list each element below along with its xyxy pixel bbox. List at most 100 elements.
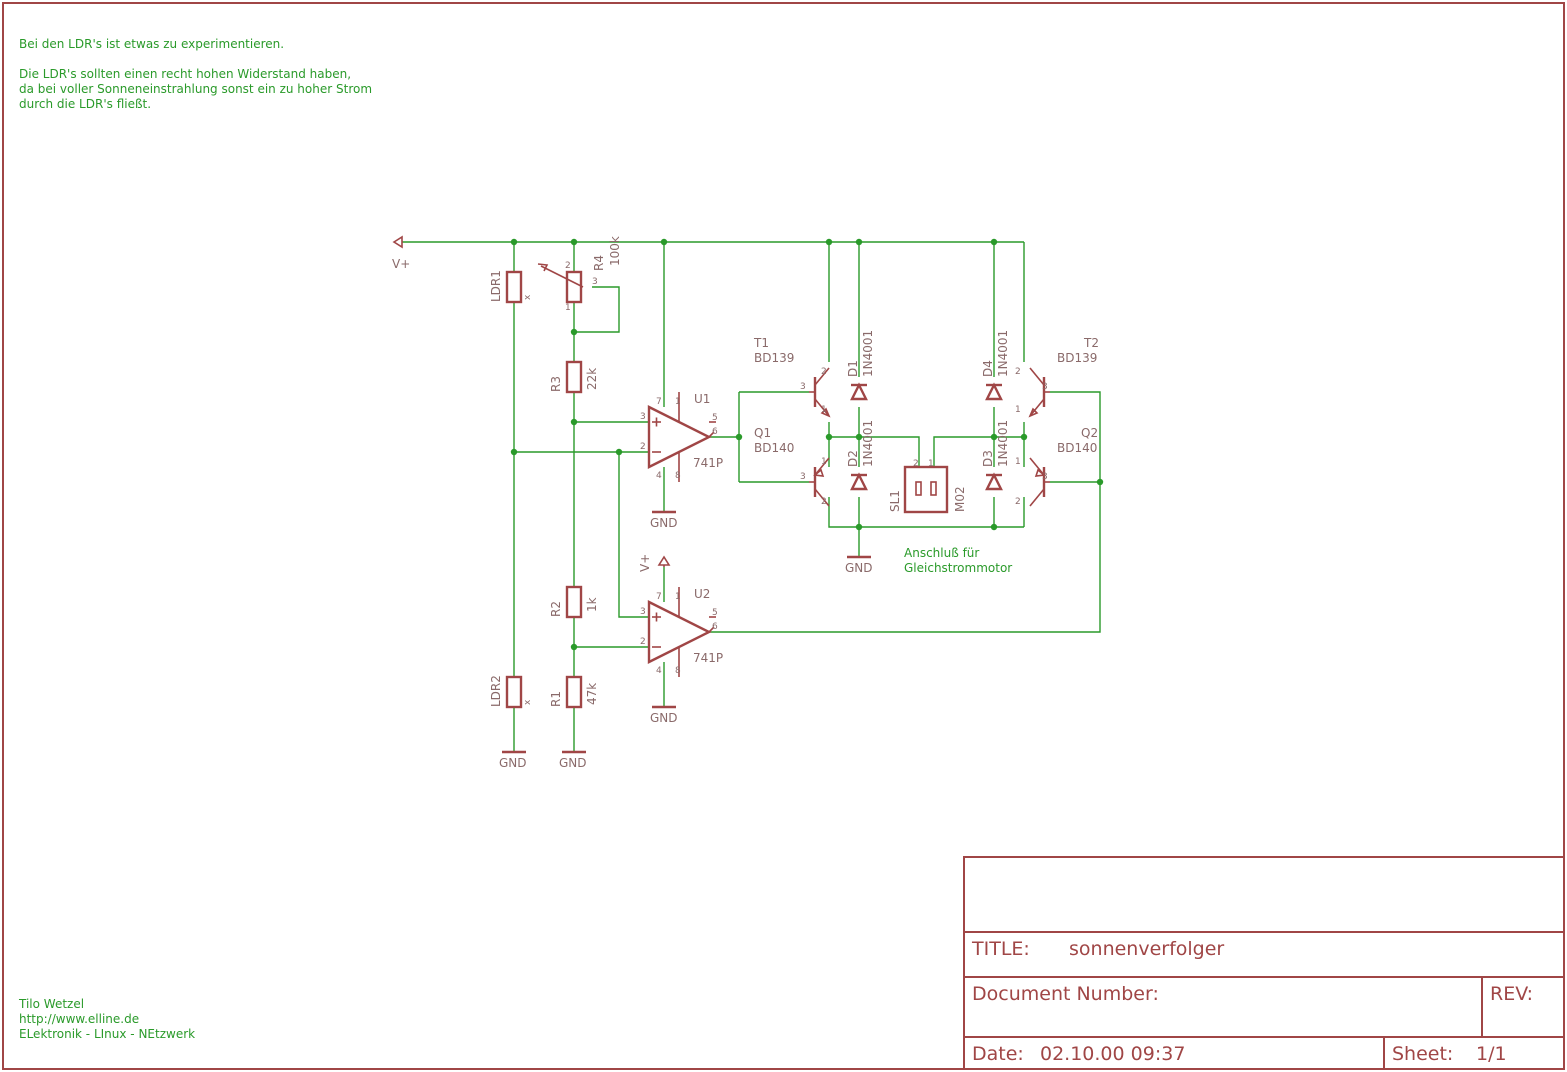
svg-text:6: 6 xyxy=(712,622,718,632)
note-line-4: durch die LDR's fließt. xyxy=(19,97,151,111)
svg-text:2: 2 xyxy=(1015,367,1021,377)
connector-sl1: 2 1 SL1 M02 xyxy=(888,459,967,514)
svg-text:T2: T2 xyxy=(1083,336,1099,350)
resistor-r3: R3 22k xyxy=(549,360,599,394)
svg-text:8: 8 xyxy=(675,471,681,481)
svg-text:GND: GND xyxy=(559,756,587,770)
svg-text:Q2: Q2 xyxy=(1081,426,1098,440)
svg-text:7: 7 xyxy=(656,592,662,602)
svg-text:3: 3 xyxy=(592,277,598,287)
design-notes: Bei den LDR's ist etwas zu experimentier… xyxy=(19,37,372,111)
svg-text:Q1: Q1 xyxy=(754,426,771,440)
svg-text:U2: U2 xyxy=(694,587,710,601)
author-slogan: ELektronik - LInux - NEtzwerk xyxy=(19,1027,195,1041)
svg-text:SL1: SL1 xyxy=(888,490,902,512)
junctions xyxy=(510,238,1104,651)
svg-text:V+: V+ xyxy=(638,554,652,572)
svg-text:x: x xyxy=(523,699,533,705)
svg-text:D1: D1 xyxy=(846,360,860,377)
svg-text:22k: 22k xyxy=(585,368,599,390)
ldr2: LDR2 x xyxy=(489,675,533,709)
diode-d3: D3 1N4001 xyxy=(981,420,1010,491)
transistor-q1: 1 2 3 Q1 BD140 xyxy=(754,426,830,507)
vplus-symbol-main: V+ xyxy=(392,235,410,271)
svg-text:LDR2: LDR2 xyxy=(489,675,503,707)
svg-text:741P: 741P xyxy=(693,651,723,665)
svg-text:GND: GND xyxy=(650,516,678,530)
svg-text:Anschluß für: Anschluß für xyxy=(904,546,979,560)
svg-text:1N4001: 1N4001 xyxy=(861,420,875,467)
svg-text:GND: GND xyxy=(499,756,527,770)
svg-text:100k: 100k xyxy=(608,236,622,266)
svg-text:1N4001: 1N4001 xyxy=(861,330,875,377)
svg-text:741P: 741P xyxy=(693,456,723,470)
svg-text:1N4001: 1N4001 xyxy=(996,420,1010,467)
motor-note: Anschluß für Gleichstrommotor xyxy=(904,546,1012,575)
author-name: Tilo Wetzel xyxy=(18,997,84,1011)
svg-text:BD140: BD140 xyxy=(1057,441,1097,455)
vplus-symbol-u2: V+ xyxy=(638,554,671,572)
svg-text:GND: GND xyxy=(845,561,873,575)
svg-text:1: 1 xyxy=(1015,405,1021,415)
svg-text:2: 2 xyxy=(640,442,646,452)
sheet-label: Sheet: xyxy=(1392,1043,1453,1065)
svg-text:2: 2 xyxy=(821,367,827,377)
svg-text:2: 2 xyxy=(913,459,919,469)
resistor-r1: R1 47k xyxy=(549,675,599,709)
svg-text:BD139: BD139 xyxy=(754,351,794,365)
svg-text:1k: 1k xyxy=(585,597,599,612)
date-label: Date: xyxy=(972,1043,1024,1065)
svg-text:47k: 47k xyxy=(585,683,599,705)
svg-text:2: 2 xyxy=(640,637,646,647)
svg-text:2: 2 xyxy=(565,261,571,271)
svg-text:1: 1 xyxy=(1015,457,1021,467)
svg-text:1: 1 xyxy=(675,592,681,602)
svg-text:BD139: BD139 xyxy=(1057,351,1097,365)
svg-text:M02: M02 xyxy=(953,486,967,512)
svg-text:1: 1 xyxy=(675,397,681,407)
svg-text:x: x xyxy=(523,294,533,300)
wires xyxy=(402,241,1101,752)
svg-text:1: 1 xyxy=(821,405,827,415)
svg-text:T1: T1 xyxy=(753,336,769,350)
svg-text:GND: GND xyxy=(650,711,678,725)
svg-text:R1: R1 xyxy=(549,691,563,707)
opamp-u2: 3 2 7 1 4 8 5 6 U2 741P xyxy=(640,587,723,677)
svg-text:8: 8 xyxy=(675,666,681,676)
svg-text:Gleichstrommotor: Gleichstrommotor xyxy=(904,561,1012,575)
author-url: http://www.elline.de xyxy=(19,1012,139,1026)
svg-text:7: 7 xyxy=(656,397,662,407)
transistor-q2: 1 2 3 Q2 BD140 xyxy=(1015,426,1098,507)
gnd-symbols: GND GND GND GND GND xyxy=(499,510,873,770)
svg-text:3: 3 xyxy=(1042,472,1048,482)
note-line-2: Die LDR's sollten einen recht hohen Wide… xyxy=(19,67,351,81)
document-number-label: Document Number: xyxy=(972,983,1159,1005)
svg-text:3: 3 xyxy=(800,382,806,392)
svg-text:1N4001: 1N4001 xyxy=(996,330,1010,377)
svg-text:D3: D3 xyxy=(981,450,995,467)
svg-text:3: 3 xyxy=(800,472,806,482)
svg-text:3: 3 xyxy=(1042,382,1048,392)
svg-text:6: 6 xyxy=(712,427,718,437)
date-value: 02.10.00 09:37 xyxy=(1040,1043,1185,1065)
note-line-1: Bei den LDR's ist etwas zu experimentier… xyxy=(19,37,284,51)
svg-text:R2: R2 xyxy=(549,601,563,617)
transistor-t1: 2 1 3 T1 BD139 xyxy=(753,336,831,418)
opamp-u1: 3 2 7 1 4 8 5 6 U1 741P xyxy=(640,392,723,482)
sheet-value: 1/1 xyxy=(1476,1043,1507,1065)
svg-text:1: 1 xyxy=(565,303,571,313)
svg-text:5: 5 xyxy=(712,413,718,423)
svg-text:4: 4 xyxy=(656,471,662,481)
svg-text:4: 4 xyxy=(656,666,662,676)
title-value: sonnenverfolger xyxy=(1069,938,1224,960)
title-label: TITLE: xyxy=(971,938,1030,960)
svg-text:5: 5 xyxy=(712,608,718,618)
svg-text:LDR1: LDR1 xyxy=(489,270,503,302)
svg-text:3: 3 xyxy=(640,412,646,422)
diode-d4: D4 1N4001 xyxy=(981,330,1010,401)
rev-label: REV: xyxy=(1490,983,1533,1005)
note-line-3: da bei voller Sonneneinstrahlung sonst e… xyxy=(19,82,372,96)
svg-text:2: 2 xyxy=(1015,497,1021,507)
